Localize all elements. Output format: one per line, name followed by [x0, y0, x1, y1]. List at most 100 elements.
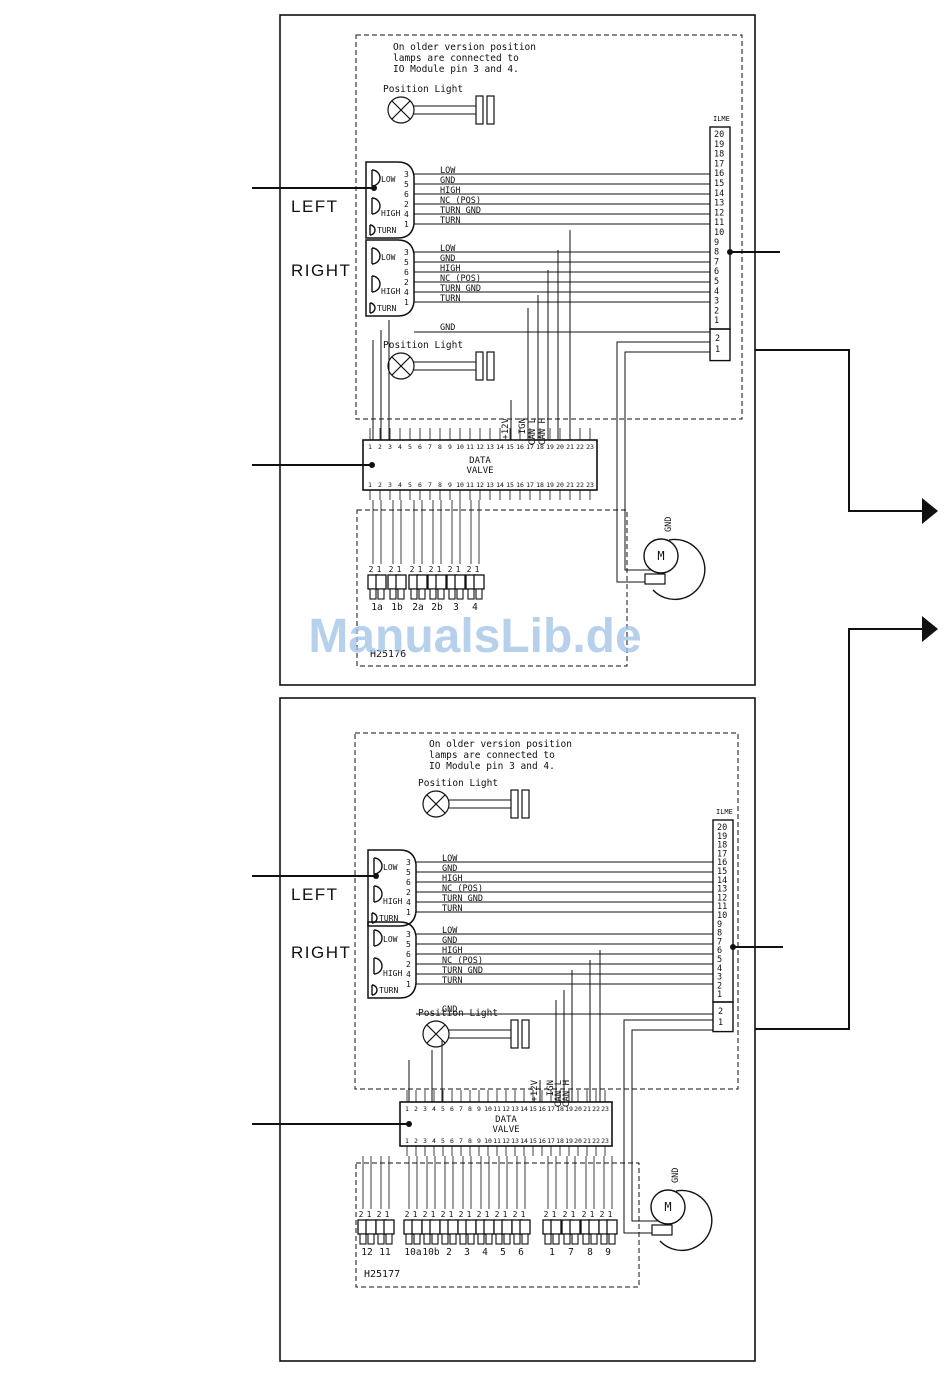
wire-label: GND — [442, 936, 457, 946]
valve-pin-number: 11 — [466, 481, 474, 489]
valve-pin-number: 23 — [586, 481, 594, 489]
wire-label: GND — [440, 176, 455, 186]
valve-pin-number: 14 — [520, 1137, 528, 1145]
connector-pin-number: 3 — [714, 297, 719, 307]
connector-pin-number: 10 — [717, 911, 727, 921]
position-light-icon — [422, 790, 450, 818]
motor-wire — [623, 1019, 713, 1234]
right-side-label: RIGHT — [291, 261, 351, 280]
valve-pin-number: 10 — [484, 1105, 492, 1113]
connector-label: ILME — [713, 115, 730, 123]
valve-pin-number: 10 — [456, 443, 464, 451]
wire-label: LOW — [440, 244, 456, 254]
note-text: IO Module pin 3 and 4. — [429, 761, 555, 772]
plug-pin — [369, 588, 377, 600]
output-pin-number: 1 — [475, 565, 480, 574]
valve-pin-number: 6 — [450, 1105, 454, 1113]
housing-pin-number: 2 — [406, 888, 411, 897]
signal-label: +12V — [501, 417, 511, 439]
plug-pin — [503, 1233, 511, 1245]
turn-signal-icon — [371, 984, 378, 996]
plug-body — [383, 1219, 395, 1235]
connector-pin-number: 5 — [717, 955, 722, 965]
housing-pin-number: 5 — [406, 940, 411, 949]
capacitor-plate — [486, 95, 495, 125]
plug-body — [550, 1219, 562, 1235]
plug-pin — [437, 588, 445, 600]
wire-label: HIGH — [440, 186, 460, 196]
plug-pin — [467, 1233, 475, 1245]
capacitor-icon — [475, 95, 495, 125]
housing-pin-number: 4 — [406, 898, 411, 907]
valve-pin-number: 1 — [368, 443, 372, 451]
low-beam-icon — [373, 857, 383, 875]
capacitor-icon — [510, 1019, 530, 1049]
wire-label: NC (POS) — [442, 884, 483, 894]
connector-pin-number: 4 — [717, 964, 722, 974]
plug-pin — [582, 1233, 590, 1245]
valve-pin-number: 15 — [529, 1105, 537, 1113]
housing-pin-number: 5 — [404, 180, 409, 189]
connector-pin-number: 16 — [714, 169, 724, 179]
output-label: 12 — [361, 1247, 372, 1258]
connector-pin-number: 11 — [714, 218, 724, 228]
plug-pin — [423, 1233, 431, 1245]
connector-pin-number: 7 — [717, 937, 722, 947]
valve-pin-number: 15 — [506, 443, 514, 451]
output-plug — [447, 1219, 459, 1245]
output-plug — [519, 1219, 531, 1245]
valve-pin-number: 16 — [516, 443, 524, 451]
output-label: 1a — [371, 602, 382, 613]
valve-pin-number: 3 — [388, 443, 392, 451]
output-pin-number: 1 — [437, 565, 442, 574]
position-light-icon — [422, 1020, 450, 1048]
output-pin-number: 1 — [467, 1210, 472, 1219]
valve-pin-number: 6 — [418, 481, 422, 489]
high-beam-icon — [371, 275, 381, 293]
output-pin-number: 1 — [449, 1210, 454, 1219]
output-pin-number: 2 — [389, 565, 394, 574]
valve-pin-number: 13 — [511, 1105, 519, 1113]
output-pin-number: 2 — [410, 565, 415, 574]
housing-pin-number: 2 — [404, 278, 409, 287]
output-pin-number: 2 — [563, 1210, 568, 1219]
output-plug — [550, 1219, 562, 1245]
output-plug — [421, 1219, 433, 1245]
connector-pin-number: 2 — [717, 981, 722, 991]
output-pin-number: 1 — [590, 1210, 595, 1219]
output-pin-number: 2 — [423, 1210, 428, 1219]
output-label: 4 — [472, 602, 478, 613]
turn-signal-icon — [369, 302, 376, 314]
plug-pin — [600, 1233, 608, 1245]
left-side-label: LEFT — [291, 885, 339, 904]
wire-label: HIGH — [442, 874, 462, 884]
plug-pin — [590, 1233, 598, 1245]
valve-pin-number: 22 — [576, 481, 584, 489]
connector-pin-number: 19 — [717, 832, 727, 842]
connector-pin-number: 1 — [715, 345, 720, 355]
position-light-label: Position Light — [383, 340, 463, 351]
plug-body — [465, 1219, 477, 1235]
output-region — [355, 1162, 640, 1288]
output-pin-number: 2 — [513, 1210, 518, 1219]
valve-pin-number: 1 — [405, 1105, 409, 1113]
valve-pin-number: 13 — [486, 481, 494, 489]
output-label: 8 — [587, 1247, 593, 1258]
valve-pin-number: 16 — [538, 1105, 546, 1113]
plug-body — [375, 574, 387, 590]
plug-pin — [397, 588, 405, 600]
connector-pin-number: 6 — [714, 267, 719, 277]
valve-pin-number: 3 — [423, 1105, 427, 1113]
valve-pin-number: 17 — [526, 481, 534, 489]
connector-pin-number: 12 — [717, 893, 727, 903]
connector-pin-number: 2 — [718, 1007, 723, 1017]
valve-pin-number: 7 — [428, 443, 432, 451]
wire-label: TURN — [442, 976, 462, 986]
valve-pin-number: 8 — [468, 1105, 472, 1113]
output-pin-number: 1 — [503, 1210, 508, 1219]
valve-pin-number: 12 — [476, 443, 484, 451]
valve-pin-number: 20 — [556, 443, 564, 451]
motor-icon — [650, 1189, 686, 1225]
output-label: 10b — [422, 1247, 439, 1258]
